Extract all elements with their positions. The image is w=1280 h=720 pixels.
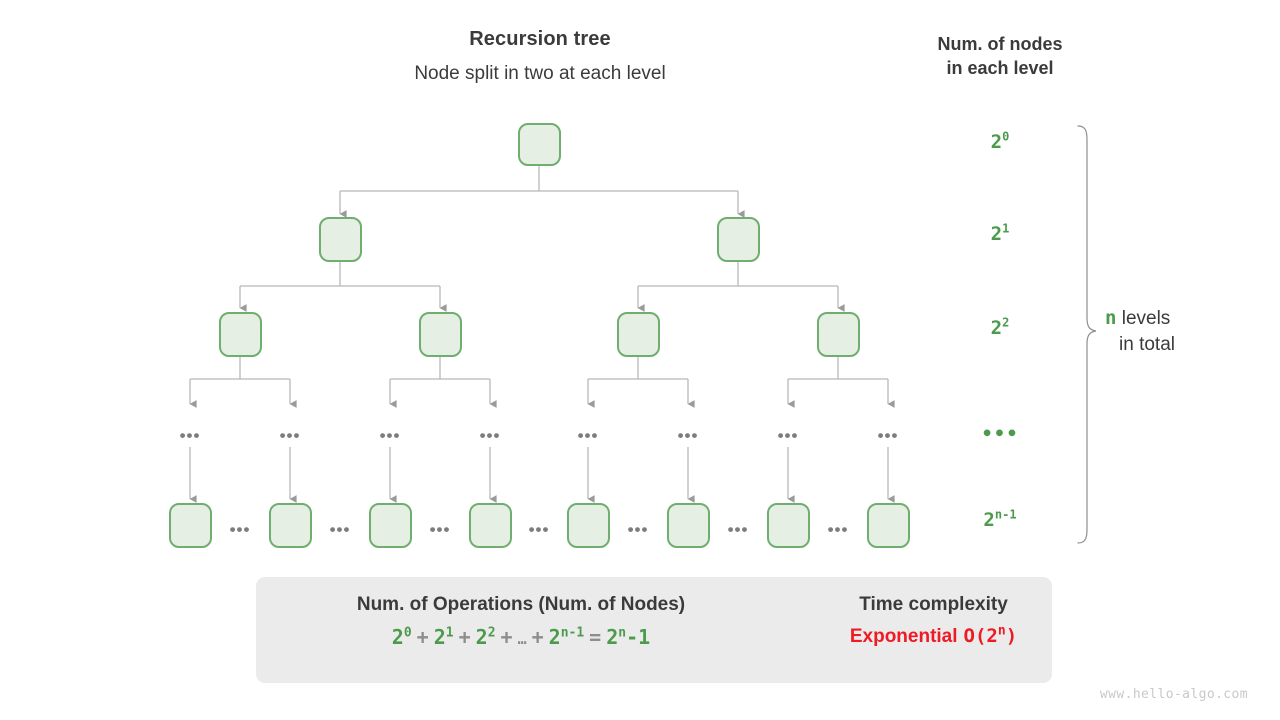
watermark: www.hello-algo.com (1099, 687, 1248, 702)
formula-term: 2 (606, 625, 619, 649)
formula-term: 2 (391, 625, 404, 649)
ellipsis-marker: ••• (528, 520, 550, 539)
formula-exponent: n-1 (560, 625, 585, 641)
level-count-ellipsis: ••• (981, 423, 1019, 445)
formula-term: 2 (548, 625, 561, 649)
tree-node (419, 312, 462, 357)
operations-block: Num. of Operations (Num. of Nodes) 20+21… (276, 594, 766, 649)
tree-node (319, 217, 362, 262)
page-subtitle: Node split in two at each level (414, 63, 666, 84)
ellipsis-marker: ••• (229, 520, 251, 539)
levels-variable: n (1105, 307, 1117, 329)
formula-equals: = (589, 625, 602, 649)
tree-node (767, 503, 810, 548)
operations-heading: Num. of Operations (Num. of Nodes) (356, 594, 686, 615)
operations-formula: 20+21+22+…+2n-1=2n-1 (276, 625, 766, 649)
tree-node (269, 503, 312, 548)
formula-term: 2 (475, 625, 488, 649)
level-count-exponent: n-1 (994, 507, 1017, 522)
tree-node (717, 217, 760, 262)
tree-node (219, 312, 262, 357)
tree-node (169, 503, 212, 548)
ellipsis-marker: ••• (627, 520, 649, 539)
formula-exponent: 2 (487, 625, 496, 641)
page-title: Recursion tree (469, 28, 611, 50)
big-o-exponent: n (997, 623, 1006, 639)
tree-node (469, 503, 512, 548)
ellipsis-marker: ••• (279, 426, 301, 445)
level-count-exponent: 0 (1002, 129, 1010, 144)
level-count-last: 2n-1 (940, 509, 1060, 531)
tree-node (567, 503, 610, 548)
formula-term: 2 (433, 625, 446, 649)
level-count-base: 2 (990, 223, 1003, 245)
formula-exponent: 1 (445, 625, 454, 641)
ellipsis-marker: ••• (877, 426, 899, 445)
formula-ellipsis: … (517, 630, 527, 648)
level-count-base: 2 (983, 509, 995, 531)
ellipsis-marker: ••• (329, 520, 351, 539)
total-levels-note: n levels in total (1105, 305, 1255, 358)
tree-node (518, 123, 561, 166)
formula-exponent: 0 (403, 625, 412, 641)
tree-node (667, 503, 710, 548)
formula-term-tail: -1 (626, 625, 651, 649)
levels-brace (1077, 125, 1097, 544)
formula-exponent: n (618, 625, 627, 641)
level-count-0: 20 (940, 131, 1060, 153)
ellipsis-marker: ••• (827, 520, 849, 539)
formula-operator: + (500, 625, 513, 649)
complexity-label: Exponential (849, 626, 958, 647)
levels-note-line1: levels (1121, 308, 1171, 329)
ellipsis-marker: ••• (379, 426, 401, 445)
ellipsis-marker: ••• (479, 426, 501, 445)
right-column-heading: Num. of nodes in each level (900, 32, 1100, 81)
level-count-1: 21 (940, 223, 1060, 245)
level-count-2: 22 (940, 317, 1060, 339)
level-count-exponent: 2 (1002, 315, 1010, 330)
level-count-base: 2 (990, 131, 1003, 153)
big-o-close: ) (1005, 625, 1018, 647)
formula-operator: + (416, 625, 429, 649)
levels-note-line2: in total (1119, 334, 1175, 356)
level-count-base: 2 (990, 317, 1003, 339)
tree-node (617, 312, 660, 357)
ellipsis-marker: ••• (777, 426, 799, 445)
big-o-open: O(2 (963, 625, 998, 647)
complexity-heading: Time complexity (859, 594, 1008, 615)
formula-operator: + (458, 625, 471, 649)
ellipsis-marker: ••• (429, 520, 451, 539)
tree-node (369, 503, 412, 548)
tree-node (867, 503, 910, 548)
tree-node (817, 312, 860, 357)
arrow-placeholder (776, 617, 836, 653)
ellipsis-marker: ••• (677, 426, 699, 445)
complexity-big-o: O(2n) (958, 625, 1018, 647)
ellipsis-marker: ••• (727, 520, 749, 539)
formula-operator: + (531, 625, 544, 649)
ellipsis-marker: ••• (179, 426, 201, 445)
ellipsis-marker: ••• (577, 426, 599, 445)
level-count-exponent: 1 (1002, 221, 1010, 236)
summary-panel: Num. of Operations (Num. of Nodes) 20+21… (256, 577, 1052, 683)
right-column-heading-line2: in each level (946, 58, 1054, 79)
right-column-heading-line1: Num. of nodes (937, 34, 1063, 54)
